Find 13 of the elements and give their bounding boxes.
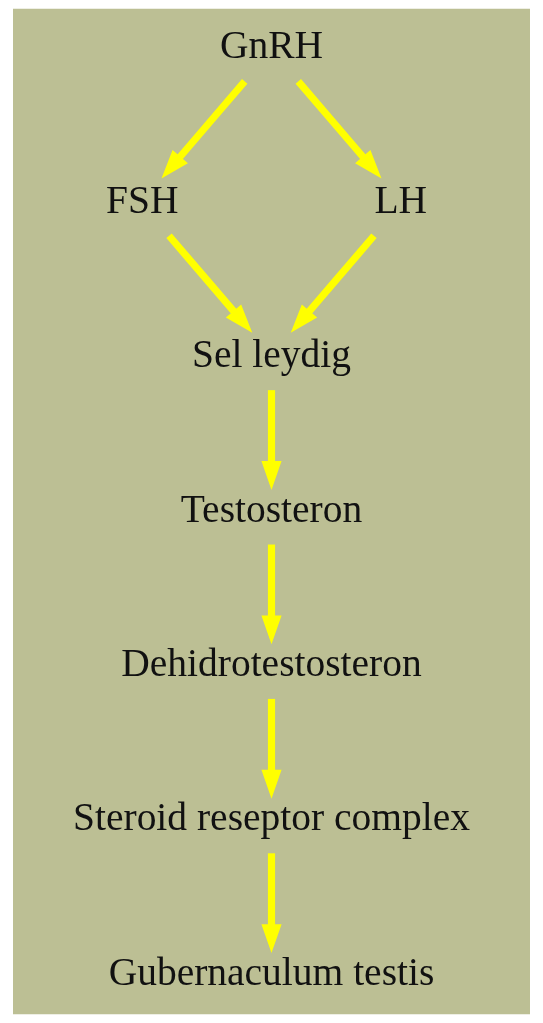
arrow [161, 79, 248, 179]
arrow [166, 233, 253, 333]
node-text: LH [374, 177, 428, 222]
arrow [290, 233, 377, 333]
node-text: Sel leydig [191, 332, 352, 377]
node-text: Testosteron [180, 486, 363, 531]
node-text: Steroid reseptor complex [73, 795, 470, 840]
arrow [261, 698, 282, 799]
arrow [295, 79, 382, 179]
node-text: FSH [106, 177, 179, 222]
node-text: Dehidrotestosteron [121, 640, 422, 685]
node-text: Gubernaculum testis [108, 949, 435, 994]
node-text: GnRH [219, 23, 324, 68]
